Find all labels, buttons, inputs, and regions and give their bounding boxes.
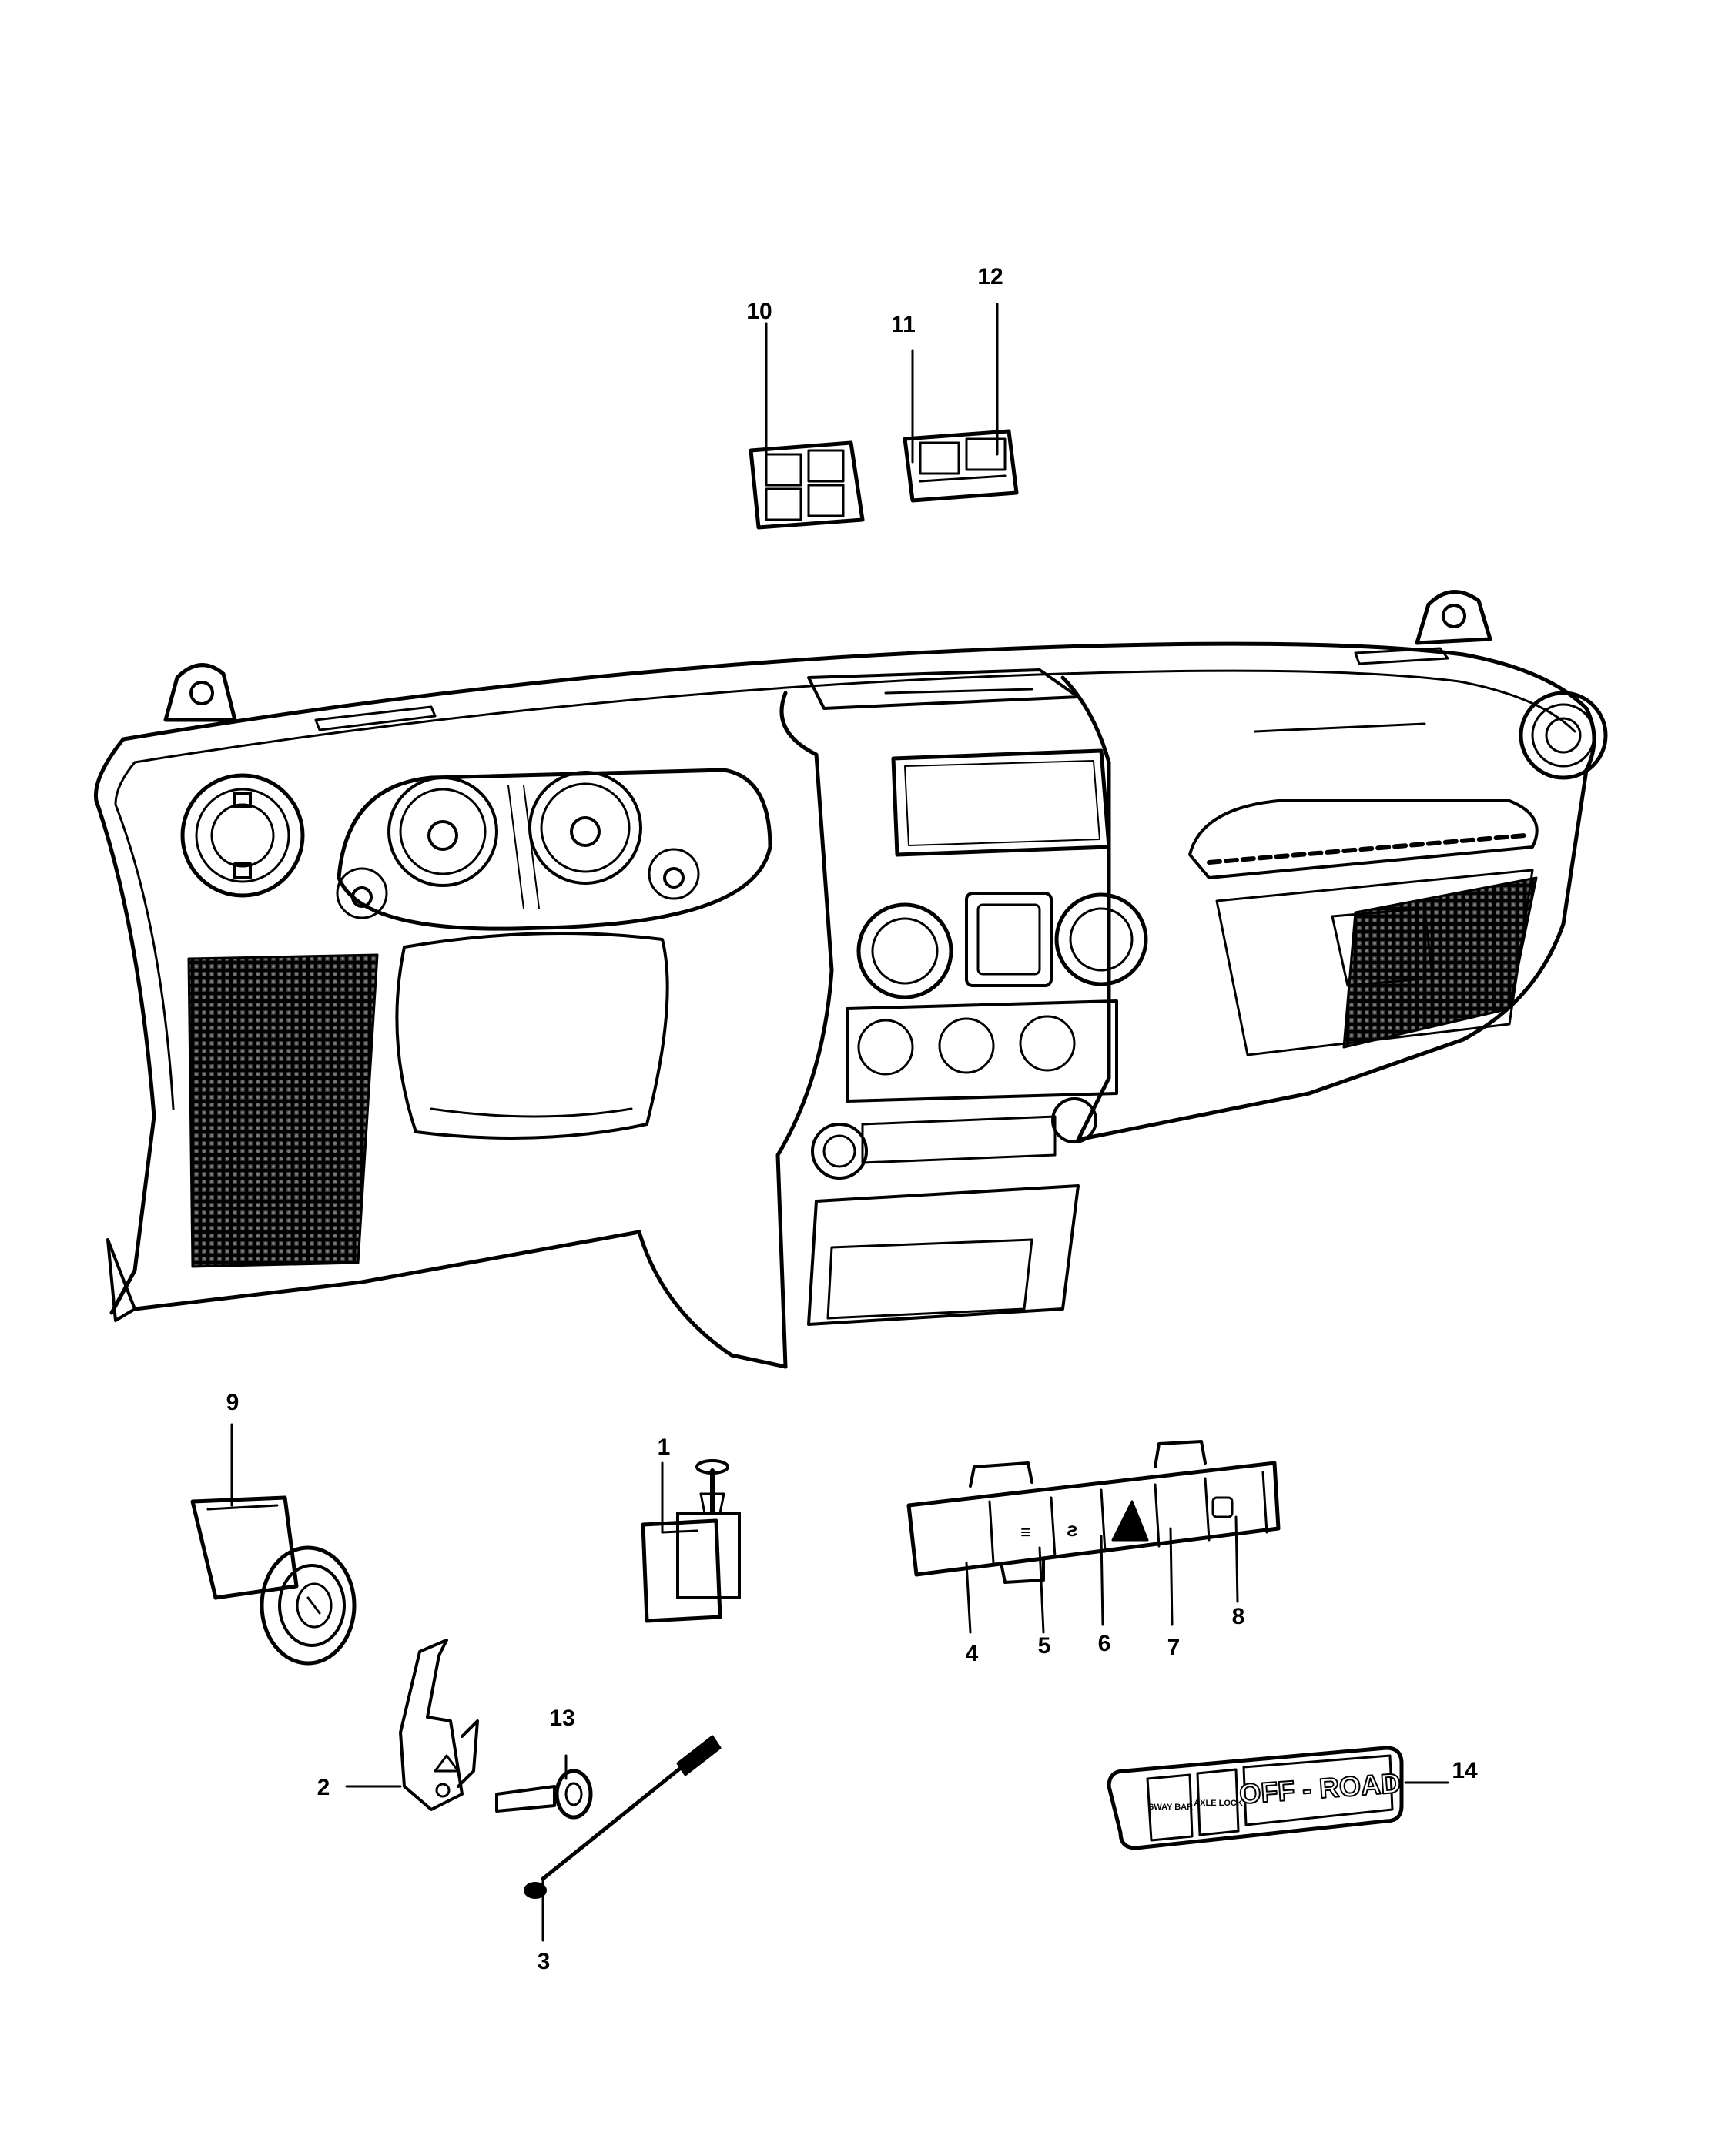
leader-lines bbox=[230, 303, 1449, 1942]
right-air-vent bbox=[1519, 691, 1608, 780]
callout-4: 4 bbox=[965, 1641, 979, 1666]
instrument-panel-assembly bbox=[93, 590, 1608, 1369]
part-11-12-switch-bank bbox=[903, 429, 1019, 503]
left-air-vent bbox=[180, 773, 305, 898]
part-3-wire bbox=[524, 1735, 722, 1899]
svg-text:≡: ≡ bbox=[1020, 1522, 1031, 1543]
callout-11: 11 bbox=[891, 312, 916, 337]
sway-bar-button-label: SWAY BAR bbox=[1148, 1803, 1193, 1812]
callout-7: 7 bbox=[1167, 1635, 1181, 1660]
svg-text:ƨ: ƨ bbox=[1067, 1518, 1077, 1541]
parts-4-8-switch-bank: ≡ ƨ bbox=[906, 1440, 1281, 1584]
callout-14: 14 bbox=[1452, 1758, 1478, 1783]
part-2-bracket bbox=[399, 1639, 479, 1811]
callout-2: 2 bbox=[317, 1775, 330, 1800]
callout-5: 5 bbox=[1037, 1633, 1051, 1659]
part-13-screw bbox=[495, 1769, 593, 1820]
callout-8: 8 bbox=[1231, 1604, 1245, 1629]
callout-6: 6 bbox=[1097, 1631, 1111, 1656]
part-10-switch-bank bbox=[749, 440, 865, 530]
instrument-cluster bbox=[336, 768, 772, 931]
part-14-offroad-switch-panel: OFF - ROAD SWAY BAR AXLE LOCK bbox=[1107, 1746, 1404, 1850]
callout-10: 10 bbox=[746, 299, 772, 324]
offroad-display-text: OFF - ROAD bbox=[1238, 1767, 1402, 1810]
callout-13: 13 bbox=[549, 1706, 575, 1731]
part-9-ignition-switch bbox=[190, 1495, 357, 1666]
part-1-stoplamp-switch bbox=[641, 1459, 741, 1623]
center-stack bbox=[775, 668, 1148, 1369]
callout-3: 3 bbox=[537, 1949, 551, 1974]
axle-lock-button-label: AXLE LOCK bbox=[1194, 1799, 1243, 1808]
callout-12: 12 bbox=[977, 264, 1003, 290]
callout-1: 1 bbox=[657, 1435, 671, 1460]
callout-9: 9 bbox=[226, 1390, 239, 1415]
